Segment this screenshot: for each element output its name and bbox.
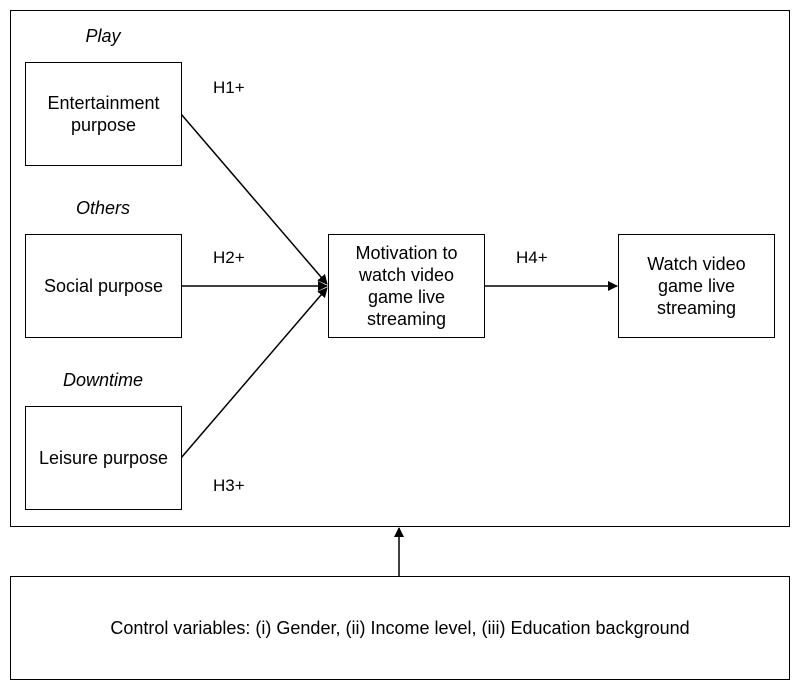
control-variables-box: Control variables: (i) Gender, (ii) Inco… <box>10 576 790 680</box>
hypothesis-h4: H4+ <box>516 248 548 267</box>
entertainment-purpose-box: Entertainment purpose <box>25 62 182 166</box>
motivation-box: Motivation to watch video game live stre… <box>328 234 485 338</box>
arrow-entertainment-to-motivation <box>180 113 328 285</box>
category-downtime: Downtime <box>62 370 144 390</box>
hypothesis-h1: H1+ <box>213 78 245 97</box>
model-frame <box>10 10 790 527</box>
hypothesis-h3: H3+ <box>213 476 245 495</box>
leisure-purpose-box: Leisure purpose <box>25 406 182 510</box>
hypothesis-h2: H2+ <box>213 248 245 267</box>
category-play: Play <box>85 26 121 46</box>
social-purpose-box: Social purpose <box>25 234 182 338</box>
arrow-leisure-to-motivation <box>180 287 328 459</box>
category-others: Others <box>75 198 131 218</box>
watch-streaming-box: Watch video game live streaming <box>618 234 775 338</box>
